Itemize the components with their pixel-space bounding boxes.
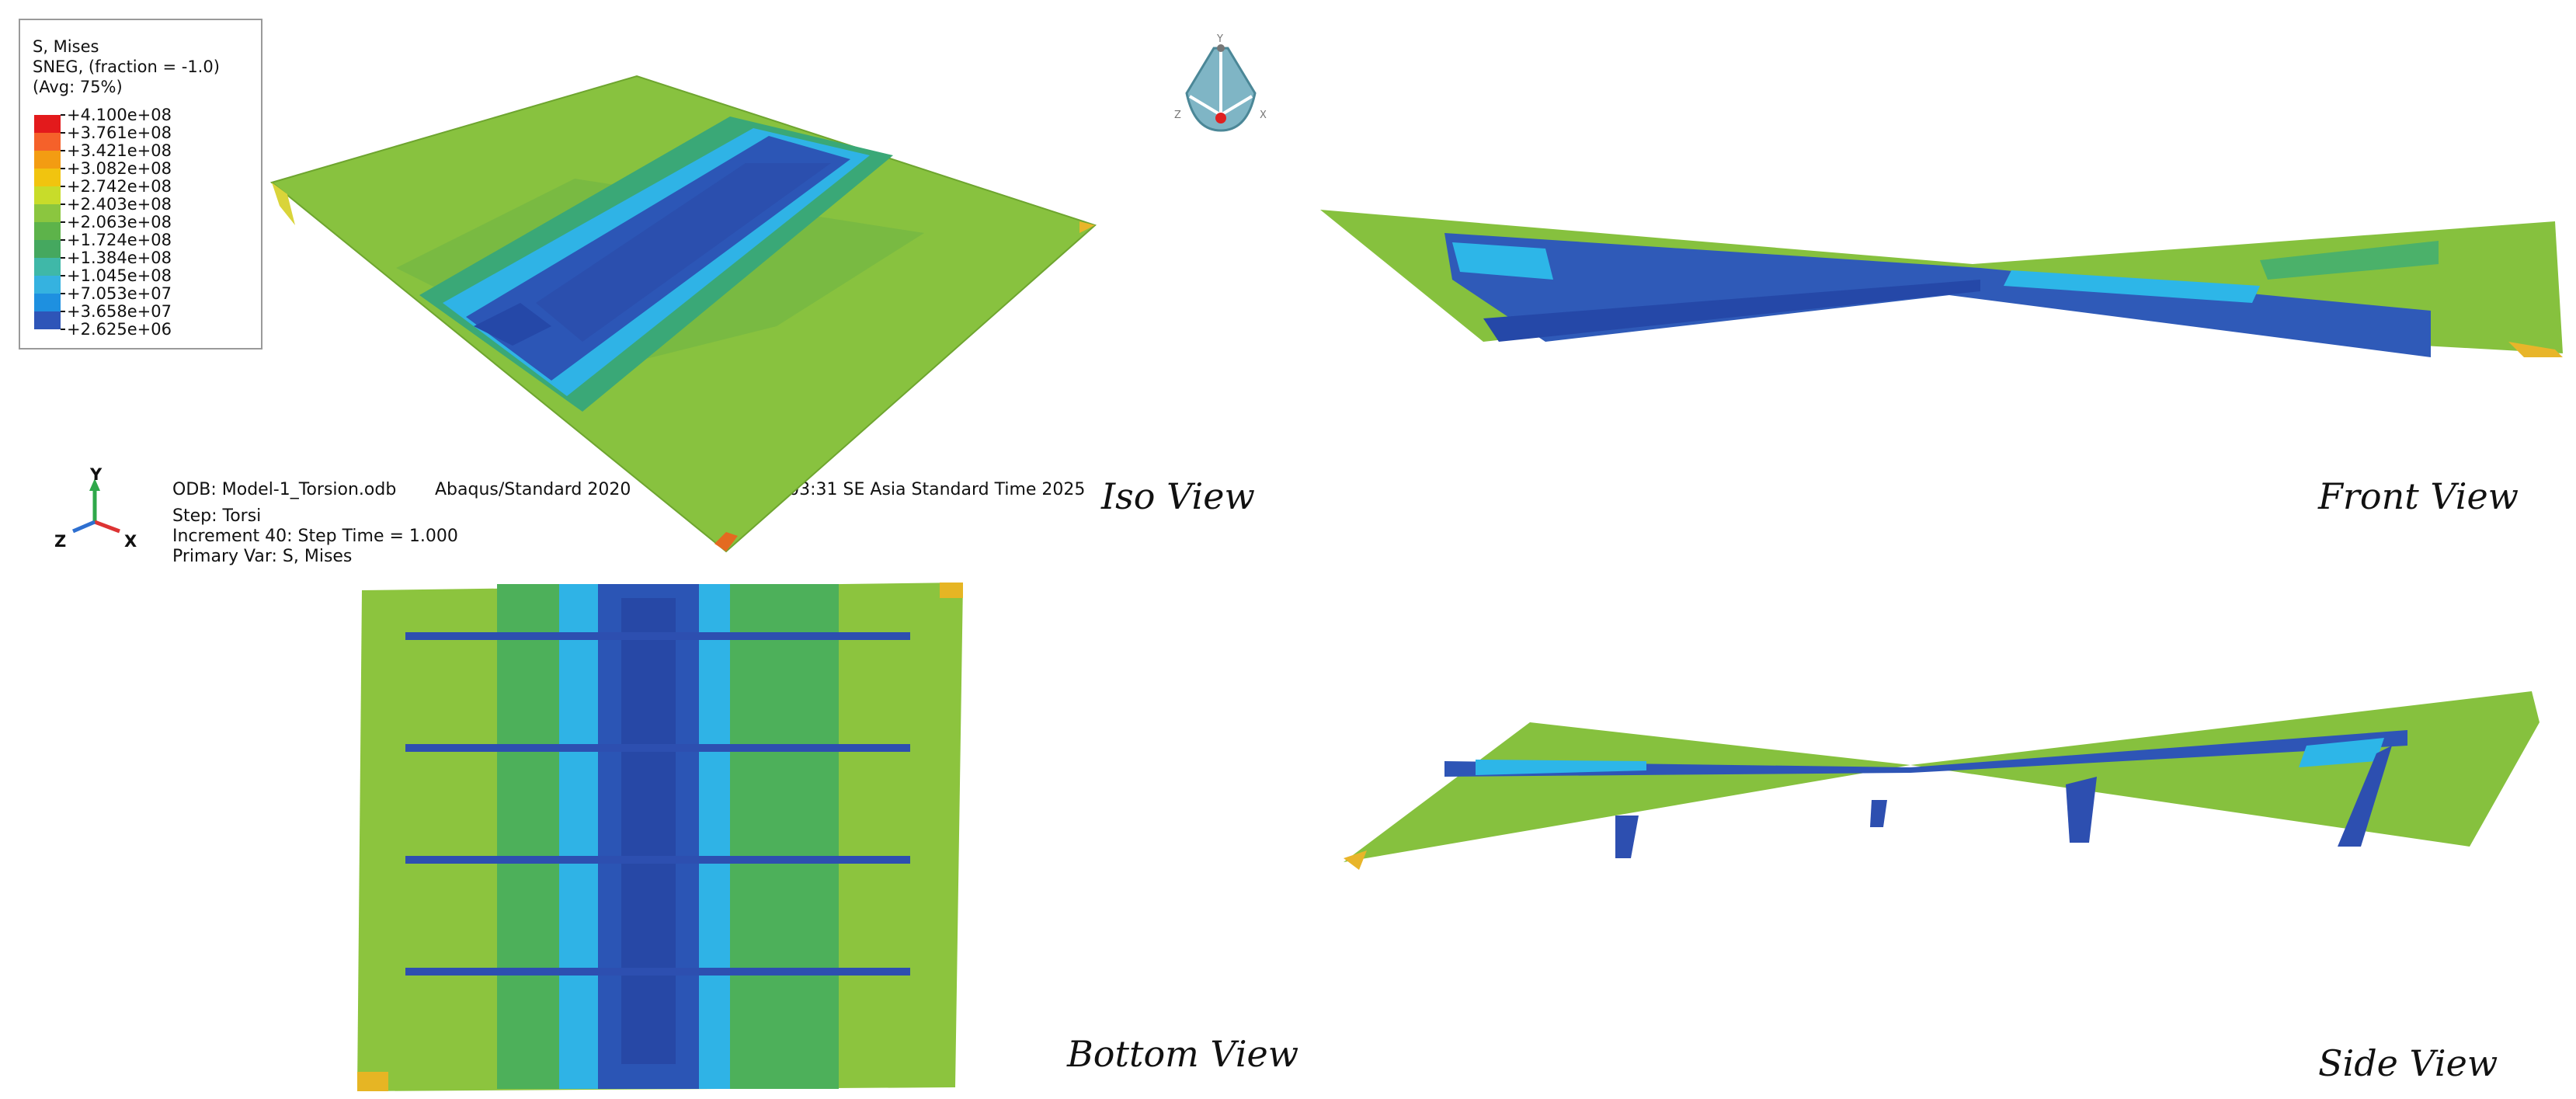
triad-y-label: Y [89,466,103,484]
legend-swatch [34,133,61,151]
view-cube-icon: Y X Z [1174,33,1267,132]
front-view-label: Front View [2318,475,2519,517]
z-axis-arrow [72,520,96,534]
legend-tick [61,114,65,116]
cube-y-label: Y [1216,33,1223,45]
legend-swatch [34,276,61,294]
legend-level-label: +2.063e+08 [67,213,172,231]
legend-level-label: +3.658e+07 [67,302,172,321]
primary-variable: Primary Var: S, Mises [172,547,353,566]
legend-tick [61,168,65,169]
axis-triad: Y X Z [54,466,137,551]
side-view-plot [1344,691,2539,870]
legend-level-label: +7.053e+07 [67,284,172,303]
legend-tick [61,257,65,259]
legend-swatch [34,115,61,133]
legend-swatch [34,222,61,240]
legend-tick [61,221,65,223]
legend-swatch [34,294,61,311]
legend-tick [61,329,65,330]
legend-averaging: (Avg: 75%) [33,78,123,96]
legend-level-label: +1.045e+08 [67,266,172,285]
legend-level-label: +4.100e+08 [67,106,172,124]
triad-x-label: X [124,532,137,551]
legend-tick [61,150,65,151]
legend-subtitle: SNEG, (fraction = -1.0) [33,57,220,76]
step-name: Step: Torsi [172,506,262,526]
legend-level-label: +3.761e+08 [67,123,172,142]
legend-tick [61,275,65,276]
legend-tick [61,186,65,187]
bottom-view-label: Bottom View [1067,1033,1299,1075]
legend-level-label: +2.742e+08 [67,177,172,196]
odb-name: ODB: Model-1_Torsion.odb [172,480,397,499]
legend-level-label: +3.421e+08 [67,141,172,160]
increment-info: Increment 40: Step Time = 1.000 [172,527,458,546]
legend-tick [61,203,65,205]
legend-level-label: +2.625e+06 [67,320,172,339]
cube-x-label: X [1260,110,1267,121]
legend-swatch [34,311,61,329]
legend-level-label: +1.724e+08 [67,231,172,249]
legend-swatch [34,240,61,258]
legend-level-label: +2.403e+08 [67,195,172,214]
legend-swatch [34,204,61,222]
legend-tick [61,311,65,312]
legend-swatch [34,258,61,276]
legend-level-label: +3.082e+08 [67,159,172,178]
legend-title: S, Mises [33,37,99,56]
legend-level-label: +1.384e+08 [67,249,172,267]
iso-view-label: Iso View [1101,475,1255,517]
bottom-view-plot [357,583,963,1091]
x-axis-arrow [94,520,120,534]
iso-view-plot [269,75,1097,553]
legend-tick [61,293,65,294]
legend-swatch [34,186,61,204]
triad-z-label: Z [54,532,66,551]
side-view-label: Side View [2318,1042,2498,1084]
solver-name: Abaqus/Standard 2020 [435,480,631,499]
legend-swatch [34,169,61,186]
legend-swatch [34,151,61,169]
legend-tick [61,239,65,241]
front-view-plot [1320,210,2563,357]
cube-z-label: Z [1174,110,1181,121]
legend-tick [61,132,65,134]
